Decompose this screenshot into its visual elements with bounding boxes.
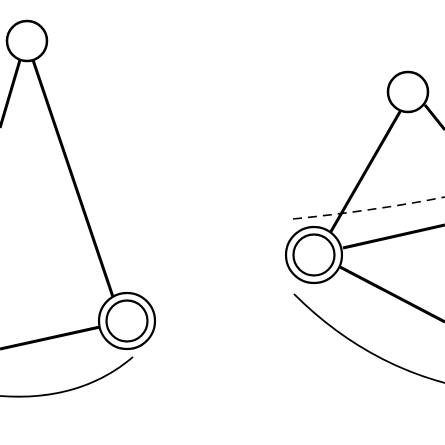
right-dashed-cut-line — [292, 196, 445, 220]
left-lower-node-to-offscreen-edge — [0, 325, 101, 351]
left-lower-node — [97, 291, 157, 351]
right-arc — [293, 293, 445, 384]
left-apex-node — [5, 19, 49, 63]
left-lower-node-inner-ring — [105, 299, 149, 343]
left-apex-to-offscreen-edge — [0, 59, 22, 129]
right-left-node-to-offscreen-lower-edge — [339, 265, 445, 324]
right-apex-to-offscreen-edge — [423, 104, 445, 131]
right-left-node — [284, 225, 344, 285]
right-left-node-to-offscreen-upper-edge — [342, 223, 445, 250]
right-left-node-inner-ring — [292, 233, 336, 277]
left-apex-to-lower-node-edge — [31, 59, 115, 298]
left-arc — [0, 356, 134, 398]
right-apex-to-left-node-edge — [327, 109, 403, 236]
right-diagram — [284, 70, 445, 384]
right-apex-node — [386, 70, 430, 114]
left-diagram — [0, 19, 157, 398]
